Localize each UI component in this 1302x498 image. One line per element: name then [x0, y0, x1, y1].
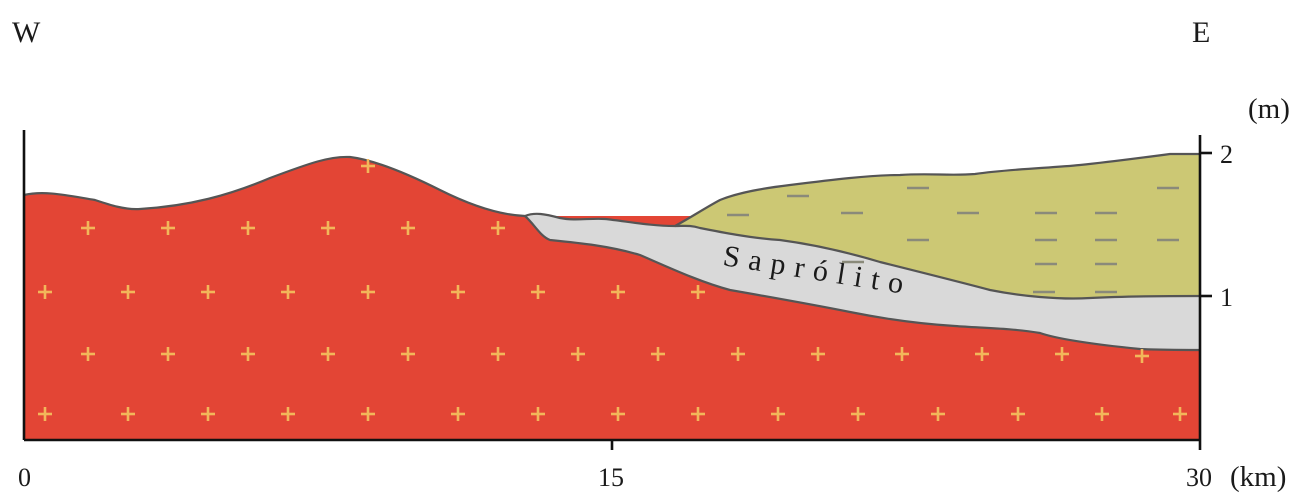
sediment-cover-layer [675, 154, 1200, 299]
bedrock-plus-mark [321, 221, 335, 235]
bedrock-plus-mark [121, 407, 135, 421]
bedrock-plus-mark [691, 407, 705, 421]
bedrock-plus-mark [451, 285, 465, 299]
bedrock-plus-mark [1011, 407, 1025, 421]
bedrock-plus-mark [81, 221, 95, 235]
saprolite-base-line [524, 215, 1201, 352]
bedrock-plus-mark [651, 347, 665, 361]
bedrock-plus-mark [161, 221, 175, 235]
bedrock-plus-mark [611, 285, 625, 299]
x-tick-label-15: 15 [598, 463, 624, 492]
bedrock-plus-mark [491, 347, 505, 361]
x-unit-label: (km) [1230, 461, 1286, 493]
bedrock-plus-mark [531, 285, 545, 299]
x-tick-label-30: 30 [1186, 463, 1212, 492]
bedrock-plus-mark [281, 407, 295, 421]
bedrock-plus-mark [895, 347, 909, 361]
y-unit-label: (m) [1248, 93, 1290, 125]
bedrock-plus-mark [1095, 407, 1109, 421]
bedrock-plus-mark [361, 407, 375, 421]
bedrock-plus-mark [38, 407, 52, 421]
east-label: E [1192, 16, 1210, 49]
bedrock-plus-mark [241, 347, 255, 361]
sediment-dash-symbols [727, 186, 1179, 294]
bedrock-plus-mark [611, 407, 625, 421]
bedrock-plus-mark [201, 285, 215, 299]
bedrock-plus-mark [731, 347, 745, 361]
y-tick-label-2: 2 [1220, 140, 1233, 169]
bedrock-plus-mark [811, 347, 825, 361]
bedrock-plus-mark [321, 347, 335, 361]
bedrock-plus-mark [81, 347, 95, 361]
bedrock-plus-mark [1173, 407, 1187, 421]
bedrock-plus-mark [361, 159, 375, 173]
bedrock-plus-mark [361, 285, 375, 299]
bedrock-plus-mark [121, 285, 135, 299]
bedrock-plus-mark [691, 285, 705, 299]
bedrock-plus-mark [201, 407, 215, 421]
x-tick-label-0: 0 [18, 463, 31, 492]
saprolite-top-line [674, 224, 1201, 300]
bedrock-plus-mark [241, 221, 255, 235]
bedrock-plus-mark [38, 285, 52, 299]
bedrock-plus-symbols [38, 159, 1187, 421]
bedrock-plus-mark [531, 407, 545, 421]
west-label: W [12, 16, 41, 49]
bedrock-plus-mark [401, 347, 415, 361]
bedrock-plus-mark [771, 407, 785, 421]
bedrock-plus-mark [1135, 349, 1149, 363]
saprolite-layer [525, 213, 1200, 350]
bedrock-plus-mark [491, 221, 505, 235]
bedrock-plus-mark [851, 407, 865, 421]
bedrock-plus-mark [975, 347, 989, 361]
bedrock-plus-mark [571, 347, 585, 361]
bedrock-plus-mark [281, 285, 295, 299]
bedrock-plus-mark [931, 407, 945, 421]
bedrock-plus-mark [401, 221, 415, 235]
bedrock-plus-mark [1055, 347, 1069, 361]
y-tick-label-1: 1 [1220, 283, 1233, 312]
ground-surface-line [23, 152, 1200, 228]
bedrock-plus-mark [161, 347, 175, 361]
bedrock-plus-mark [451, 407, 465, 421]
